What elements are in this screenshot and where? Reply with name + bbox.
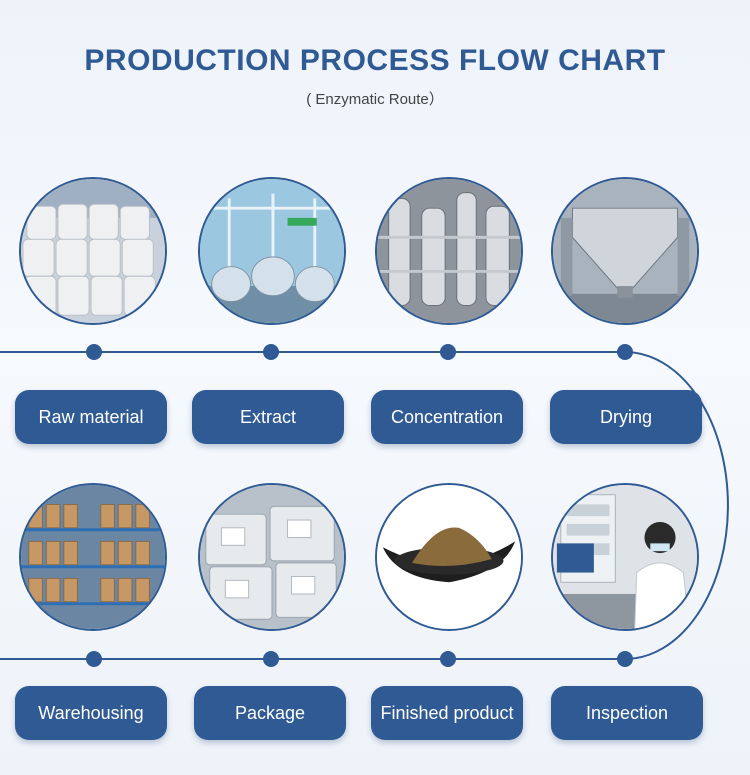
flow-dot xyxy=(440,344,456,360)
step-extract: Extract xyxy=(192,390,344,444)
sacks-icon xyxy=(21,179,165,323)
step-package: Package xyxy=(194,686,346,740)
step-finished-product: Finished product xyxy=(371,686,523,740)
flow-dot xyxy=(86,651,102,667)
concentration-image xyxy=(375,177,523,325)
finished-product-image xyxy=(375,483,523,631)
step-warehousing: Warehousing xyxy=(15,686,167,740)
flow-dot xyxy=(263,651,279,667)
evaporator-icon xyxy=(377,179,521,323)
flow-dot xyxy=(86,344,102,360)
extract-image xyxy=(198,177,346,325)
step-inspection: Inspection xyxy=(551,686,703,740)
foil-bags-icon xyxy=(200,485,344,629)
page-subtitle: ( Enzymatic Route） xyxy=(306,91,444,108)
flow-dot xyxy=(263,344,279,360)
warehousing-image xyxy=(19,483,167,631)
flow-dot xyxy=(440,651,456,667)
flow-dot xyxy=(617,344,633,360)
inspection-image xyxy=(551,483,699,631)
lab-technician-icon xyxy=(553,485,697,629)
flow-dot xyxy=(617,651,633,667)
step-concentration: Concentration xyxy=(371,390,523,444)
page-title: PRODUCTION PROCESS FLOW CHART xyxy=(84,44,666,77)
step-drying: Drying xyxy=(550,390,702,444)
raw-material-image xyxy=(19,177,167,325)
drying-image xyxy=(551,177,699,325)
warehouse-shelves-icon xyxy=(21,485,165,629)
package-image xyxy=(198,483,346,631)
extraction-tanks-icon xyxy=(200,179,344,323)
powder-dish-icon xyxy=(377,485,521,629)
dryer-icon xyxy=(553,179,697,323)
step-raw-material: Raw material xyxy=(15,390,167,444)
